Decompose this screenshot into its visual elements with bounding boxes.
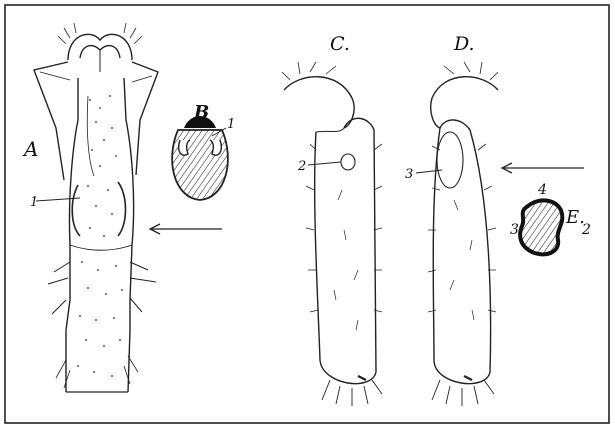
panel-a-drawing xyxy=(34,23,158,392)
arrow-d xyxy=(502,163,584,173)
callout-d-3: 3 xyxy=(405,167,413,182)
label-a: A xyxy=(22,137,38,161)
panel-d-drawing xyxy=(428,62,498,406)
callout-c-2: 2 xyxy=(297,159,306,174)
callout-b-1: 1 xyxy=(227,117,235,132)
label-b: B xyxy=(193,102,209,123)
panel-a-stipple xyxy=(77,95,123,377)
label-d: D. xyxy=(453,33,475,55)
panel-c-drawing xyxy=(282,62,382,406)
callout-e-3: 3 xyxy=(510,222,519,238)
label-c: C. xyxy=(330,33,350,55)
callout-a-1: 1 xyxy=(30,195,38,210)
panel-b-drawing xyxy=(172,116,228,200)
panel-e-drawing xyxy=(520,200,562,254)
callout-e-4: 4 xyxy=(537,182,547,198)
arrow-a xyxy=(150,224,222,234)
leader-lines xyxy=(36,162,442,201)
callout-e-2: 2 xyxy=(581,222,591,238)
plate-border xyxy=(5,5,609,423)
